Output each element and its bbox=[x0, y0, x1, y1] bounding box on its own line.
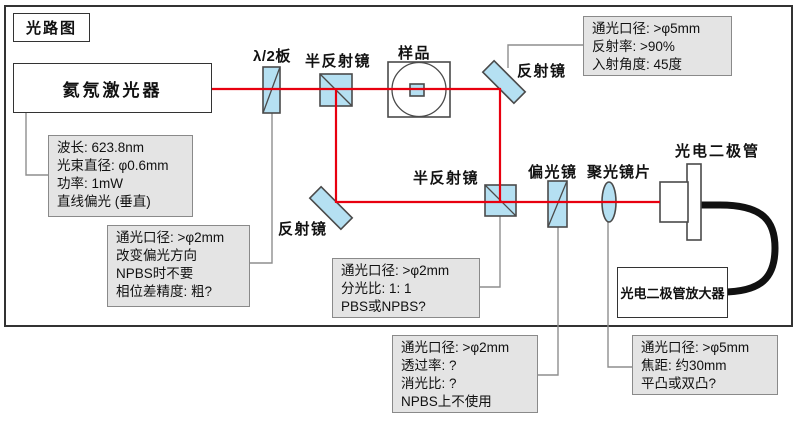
note-line: 通光口径: >φ2mm bbox=[341, 263, 450, 278]
note-line: 透过率: ? bbox=[401, 358, 457, 373]
note-line: PBS或NPBS? bbox=[341, 299, 426, 314]
beam-splitter-bottom-label: 半反射镜 bbox=[413, 170, 480, 187]
laser-box: 氦氖激光器 bbox=[13, 63, 212, 113]
photodiode-shape bbox=[659, 163, 702, 241]
note-line: 通光口径: >φ2mm bbox=[401, 340, 510, 355]
diagram-title: 光路图 bbox=[25, 20, 77, 37]
mirror-top-spec-note: 通光口径: >φ5mm 反射率: >90% 入射角度: 45度 bbox=[583, 16, 732, 76]
amplifier-box: 光电二极管放大器 bbox=[617, 267, 728, 318]
note-line: NPBS上不使用 bbox=[401, 394, 492, 409]
lens-label: 聚光镜片 bbox=[587, 164, 652, 181]
note-line: 直线偏光 (垂直) bbox=[57, 194, 151, 209]
sample-label: 样品 bbox=[398, 45, 432, 62]
polarizer-shape bbox=[547, 180, 568, 228]
note-line: 消光比: ? bbox=[401, 376, 457, 391]
note-line: 焦距: 约30mm bbox=[641, 358, 727, 373]
note-line: 通光口径: >φ5mm bbox=[592, 21, 701, 36]
polarizer-label: 偏光镜 bbox=[528, 164, 578, 181]
mirror-bottom-label: 反射镜 bbox=[278, 221, 328, 238]
note-line: 光束直径: φ0.6mm bbox=[57, 158, 169, 173]
leader-mirror-top-note bbox=[507, 44, 583, 68]
laser-label: 氦氖激光器 bbox=[62, 80, 163, 100]
leader-lens-note bbox=[607, 222, 632, 368]
photodiode-cable bbox=[696, 201, 779, 296]
diagram-frame bbox=[4, 5, 793, 327]
leader-laser-note bbox=[25, 113, 48, 176]
note-line: 反射率: >90% bbox=[592, 39, 675, 54]
lens-spec-note: 通光口径: >φ5mm 焦距: 约30mm 平凸或双凸? bbox=[632, 335, 778, 395]
diagram-title-box: 光路图 bbox=[13, 13, 90, 42]
leader-beam-splitter-bottom-note bbox=[480, 216, 501, 288]
half-wave-plate-spec-note: 通光口径: >φ2mm 改变偏光方向 NPBS时不要 相位差精度: 粗? bbox=[107, 225, 250, 307]
leader-polarizer-note bbox=[538, 227, 559, 376]
polarizer-spec-note: 通光口径: >φ2mm 透过率: ? 消光比: ? NPBS上不使用 bbox=[392, 335, 538, 413]
note-line: 改变偏光方向 bbox=[116, 248, 197, 263]
mirror-top-label: 反射镜 bbox=[517, 63, 567, 80]
note-line: 通光口径: >φ5mm bbox=[641, 340, 750, 355]
laser-spec-note: 波长: 623.8nm 光束直径: φ0.6mm 功率: 1mW 直线偏光 (垂… bbox=[48, 135, 193, 217]
beam-splitter-top-label: 半反射镜 bbox=[305, 53, 372, 70]
note-line: 入射角度: 45度 bbox=[592, 57, 683, 72]
note-line: NPBS时不要 bbox=[116, 266, 194, 281]
note-line: 相位差精度: 粗? bbox=[116, 284, 213, 299]
mirror-top-shape bbox=[481, 59, 527, 105]
note-line: 通光口径: >φ2mm bbox=[116, 230, 225, 245]
note-line: 波长: 623.8nm bbox=[57, 140, 145, 155]
note-line: 功率: 1mW bbox=[57, 176, 123, 191]
amplifier-label: 光电二极管放大器 bbox=[620, 286, 725, 301]
note-line: 分光比: 1: 1 bbox=[341, 281, 412, 296]
leader-half-wave-plate-note bbox=[250, 113, 273, 264]
photodiode-label: 光电二极管 bbox=[675, 143, 761, 160]
note-line: 平凸或双凸? bbox=[641, 376, 717, 391]
half-wave-plate-label: λ/2板 bbox=[253, 48, 291, 65]
beam-splitter-spec-note: 通光口径: >φ2mm 分光比: 1: 1 PBS或NPBS? bbox=[332, 258, 480, 318]
